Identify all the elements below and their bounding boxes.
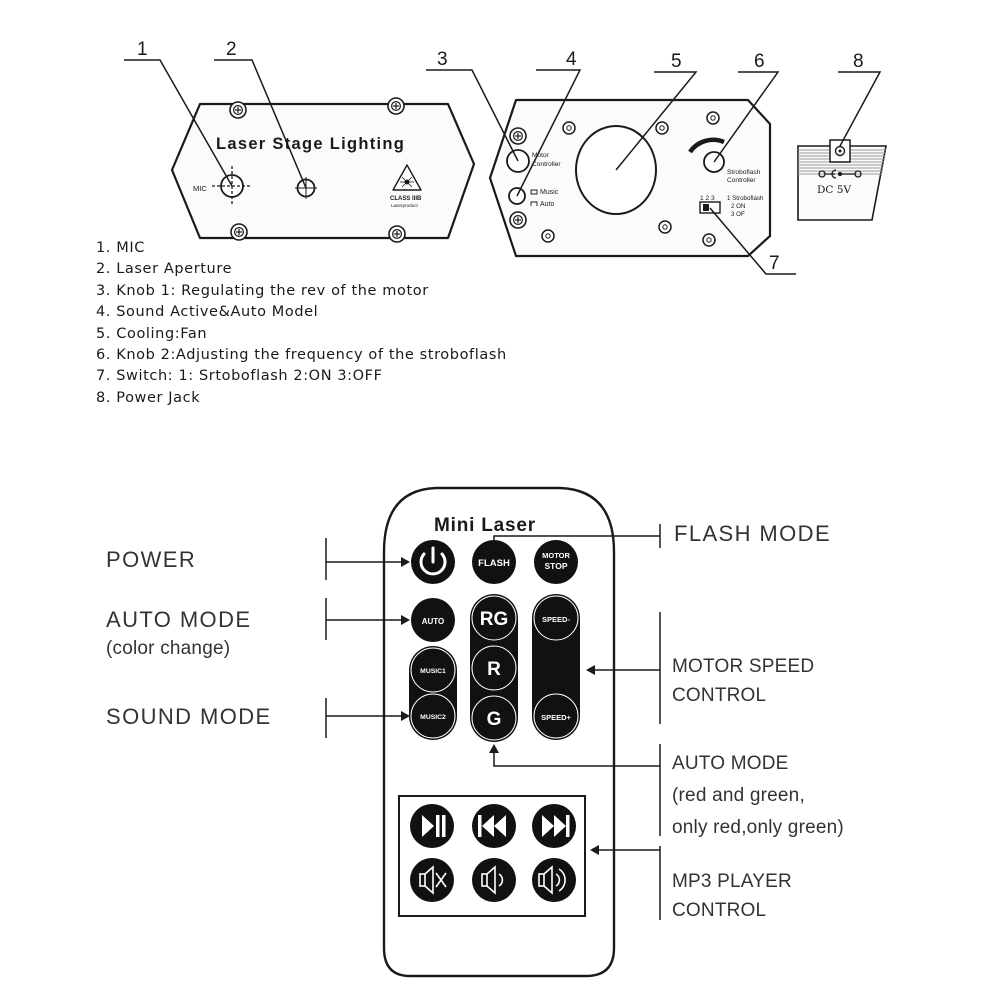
switch-option: 3 OF bbox=[731, 211, 745, 218]
polarity-icon bbox=[818, 169, 862, 179]
switch-option: 2 ON bbox=[731, 203, 745, 210]
motor-stop-label: STOP bbox=[545, 561, 568, 571]
screw-hole-icon bbox=[702, 233, 716, 247]
strobo-controller-label: Stroboflash bbox=[727, 169, 761, 176]
power-jack-panel: DC 5V bbox=[797, 139, 887, 221]
volume-up-button[interactable] bbox=[532, 858, 576, 902]
r-button-label: R bbox=[487, 659, 501, 680]
play-pause-icon bbox=[422, 815, 446, 837]
music2-label: MUSIC2 bbox=[420, 714, 446, 721]
rear-panel: Motor Controller Music Auto Stroboflash … bbox=[488, 98, 772, 258]
legend-item: 1. MIC bbox=[96, 240, 145, 256]
speed-plus-button[interactable] bbox=[533, 693, 579, 739]
auto-mode-subtitle: (color change) bbox=[106, 638, 231, 659]
speed-minus-label: SPEED- bbox=[542, 615, 570, 624]
mic-label: MIC bbox=[193, 184, 207, 193]
screw-icon bbox=[509, 127, 527, 145]
g-button-label: G bbox=[487, 709, 502, 730]
mute-icon bbox=[419, 865, 447, 895]
laser-product-label: Laserproduct bbox=[391, 203, 419, 208]
callout-number: 1 bbox=[137, 39, 148, 60]
mp3-callout: MP3 PLAYER CONTROL bbox=[672, 871, 792, 921]
legend-item: 8. Power Jack bbox=[96, 389, 201, 406]
auto-label: Auto bbox=[540, 201, 555, 208]
callout-arrowheads bbox=[401, 557, 599, 855]
auto-mode-callout: AUTO MODE bbox=[106, 607, 252, 632]
screw-icon bbox=[229, 101, 247, 119]
callout-number: 5 bbox=[671, 51, 682, 72]
volume-down-button[interactable] bbox=[472, 858, 516, 902]
strobo-controller-label: Controller bbox=[727, 177, 756, 184]
switch-positions: 1 2 3 bbox=[700, 195, 715, 202]
remote-title: Mini Laser bbox=[434, 515, 536, 536]
next-icon bbox=[542, 815, 570, 837]
laser-warning-icon bbox=[392, 164, 422, 191]
legend-item: 2. Laser Aperture bbox=[96, 261, 233, 278]
g-button[interactable] bbox=[471, 695, 517, 741]
flash-mode-callout: FLASH MODE bbox=[674, 521, 832, 546]
callout-number: 2 bbox=[226, 39, 237, 60]
r-button[interactable] bbox=[471, 645, 517, 691]
sound-mode-callout: SOUND MODE bbox=[106, 704, 272, 729]
front-title: Laser Stage Lighting bbox=[216, 135, 405, 153]
mute-button[interactable] bbox=[410, 858, 454, 902]
rg-button-label: RG bbox=[480, 609, 509, 630]
music2-button[interactable] bbox=[410, 693, 456, 739]
motor-speed-callout: MOTOR SPEED CONTROL bbox=[672, 656, 815, 706]
screw-icon bbox=[387, 97, 405, 115]
switch-icon bbox=[699, 201, 721, 214]
screw-hole-icon bbox=[541, 229, 555, 243]
legend-item: 7. Switch: 1: Srtoboflash 2:ON 3:OFF bbox=[96, 368, 383, 385]
volume-up-icon bbox=[538, 865, 566, 895]
power-callout: POWER bbox=[106, 547, 197, 572]
auto-mode-rg-callout: AUTO MODE (red and green, only red,only … bbox=[672, 753, 844, 838]
speed-minus-button[interactable] bbox=[533, 595, 579, 641]
parts-legend: 1. MIC 2. Laser Aperture 3. Knob 1: Regu… bbox=[96, 238, 507, 409]
class-label: CLASS IIIB bbox=[390, 196, 422, 202]
music1-label: MUSIC1 bbox=[420, 668, 446, 675]
remote-control: Mini Laser FLASH MOTOR STOP AUTO RG R G … bbox=[382, 486, 616, 978]
motor-controller-label: Motor bbox=[532, 152, 550, 159]
legend-item: 3. Knob 1: Regulating the rev of the mot… bbox=[96, 282, 429, 299]
switch-option: 1 Stroboflash bbox=[727, 195, 764, 202]
callout-number: 3 bbox=[437, 49, 448, 70]
speed-plus-label: SPEED+ bbox=[541, 713, 571, 722]
previous-icon bbox=[478, 815, 506, 837]
auto-button-label: AUTO bbox=[422, 617, 445, 626]
callout-number: 6 bbox=[754, 51, 765, 72]
dc-label: DC 5V bbox=[817, 184, 851, 196]
flash-button-label: FLASH bbox=[478, 558, 510, 569]
callout-number: 7 bbox=[769, 253, 780, 274]
callout-number: 8 bbox=[853, 51, 864, 72]
top-callout-lines bbox=[124, 59, 882, 275]
legend-item: 6. Knob 2:Adjusting the frequency of the… bbox=[96, 346, 507, 363]
callout-number: 4 bbox=[566, 49, 577, 70]
screw-hole-icon bbox=[658, 220, 672, 234]
rg-button[interactable] bbox=[471, 595, 517, 641]
motor-stop-label: MOTOR bbox=[542, 551, 570, 560]
legend-item: 4. Sound Active&Auto Model bbox=[96, 304, 319, 321]
volume-down-icon bbox=[481, 865, 504, 895]
motor-controller-label: Controller bbox=[532, 161, 561, 168]
screw-hole-icon bbox=[706, 111, 720, 125]
music1-button[interactable] bbox=[410, 647, 456, 693]
auto-button[interactable] bbox=[411, 598, 455, 642]
flash-button[interactable] bbox=[472, 540, 516, 584]
legend-item: 5. Cooling:Fan bbox=[96, 325, 208, 342]
motor-stop-button[interactable] bbox=[534, 540, 578, 584]
front-panel: Laser Stage Lighting MIC CLASS IIIB Lase… bbox=[170, 97, 476, 243]
music-label: Music bbox=[540, 189, 559, 196]
screw-icon bbox=[509, 211, 527, 229]
screw-hole-icon bbox=[655, 121, 669, 135]
screw-hole-icon bbox=[562, 121, 576, 135]
power-icon bbox=[419, 552, 447, 576]
